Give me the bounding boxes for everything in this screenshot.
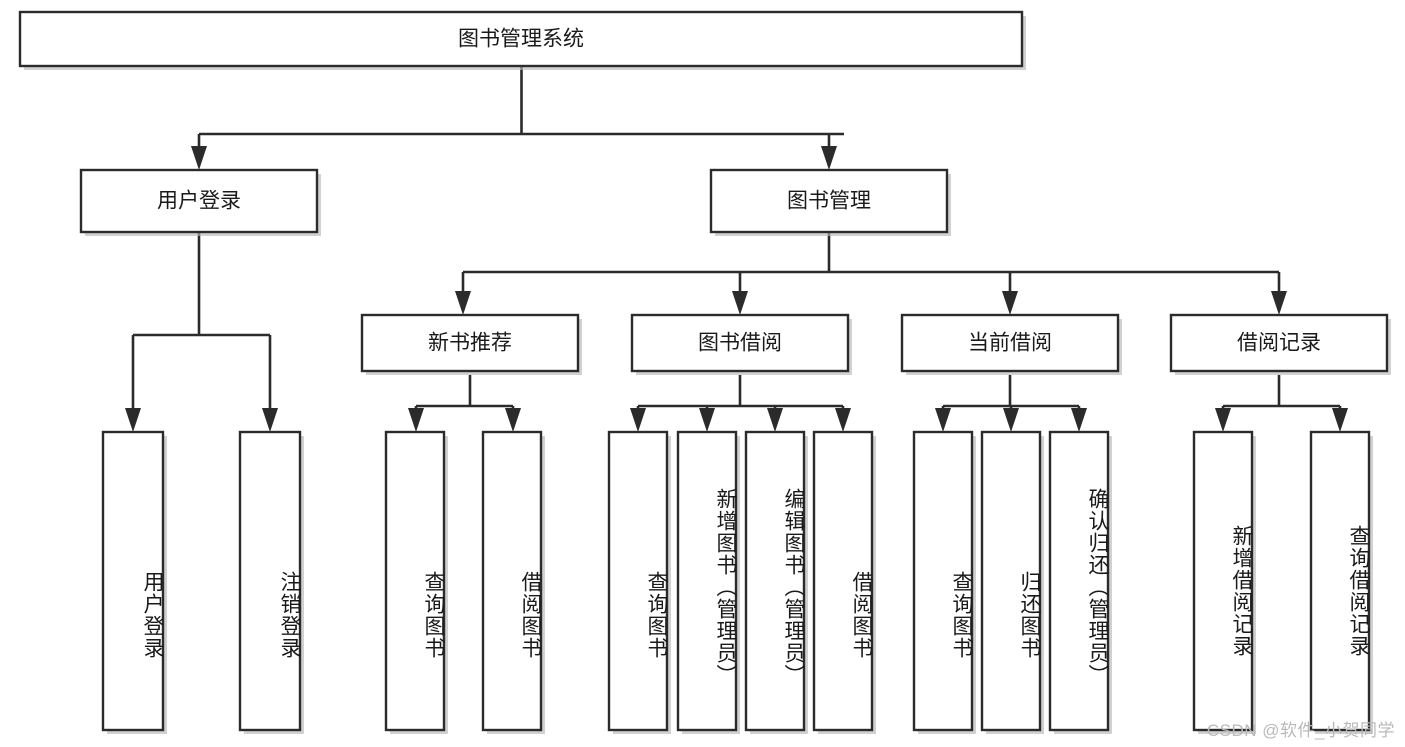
arrow-to-record xyxy=(1271,291,1287,315)
arrow-record-child2 xyxy=(1332,408,1348,432)
arrow-to-book-mgmt xyxy=(821,146,837,170)
node-borrow-record[interactable] xyxy=(1169,313,1389,373)
node-root-label: 图书管理系统 xyxy=(458,28,584,51)
node-new-book-rec[interactable] xyxy=(360,313,580,373)
node-book-borrow[interactable] xyxy=(630,313,850,373)
arrow-to-leaf-user-login xyxy=(125,408,141,432)
leaf-current-return[interactable] xyxy=(980,430,1042,732)
csdn-watermark: CSDN @软件_小贺同学 xyxy=(1206,721,1395,740)
node-book-borrow-label: 图书借阅 xyxy=(698,332,782,355)
leaf-record-query[interactable] xyxy=(1309,430,1371,732)
arrow-newbook-child1 xyxy=(408,408,424,432)
arrow-borrow-child1 xyxy=(630,408,646,432)
leaf-current-query[interactable] xyxy=(912,430,974,732)
arrow-to-newbook xyxy=(455,291,471,315)
node-book-mgmt[interactable] xyxy=(709,168,949,234)
arrow-borrow-child4 xyxy=(835,408,851,432)
leaf-user-login[interactable] xyxy=(101,430,165,732)
leaf-newbook-borrow[interactable] xyxy=(481,430,543,732)
arrow-borrow-child2 xyxy=(699,408,715,432)
node-current-borrow-label: 当前借阅 xyxy=(968,332,1052,355)
leaf-borrow-do[interactable] xyxy=(812,430,874,732)
nodes-layer: 图书管理系统 用户登录 图书管理 新书推荐 图书借阅 当前借阅 借阅记录 xyxy=(18,10,1391,734)
node-borrow-record-label: 借阅记录 xyxy=(1237,332,1321,355)
arrow-current-child3 xyxy=(1071,408,1087,432)
arrow-to-current xyxy=(1002,291,1018,315)
arrow-current-child2 xyxy=(1003,408,1019,432)
leaf-borrow-query[interactable] xyxy=(607,430,669,732)
node-new-book-rec-label: 新书推荐 xyxy=(428,332,512,355)
node-book-mgmt-label: 图书管理 xyxy=(787,190,871,213)
arrow-current-child1 xyxy=(935,408,951,432)
arrow-borrow-child3 xyxy=(767,408,783,432)
leaf-logout[interactable] xyxy=(238,430,302,732)
arrow-to-leaf-logout xyxy=(262,408,278,432)
leaf-newbook-query[interactable] xyxy=(384,430,446,732)
leaf-record-add[interactable] xyxy=(1192,430,1254,732)
arrow-to-user-login xyxy=(191,146,207,170)
node-user-login-label: 用户登录 xyxy=(157,190,241,213)
arrow-record-child1 xyxy=(1215,408,1231,432)
leaf-borrow-edit[interactable] xyxy=(744,430,806,732)
arrow-newbook-child2 xyxy=(505,408,521,432)
node-root[interactable] xyxy=(18,10,1024,68)
arrow-to-borrow xyxy=(732,291,748,315)
edges-layer xyxy=(125,66,1348,432)
node-user-login[interactable] xyxy=(79,168,319,234)
node-current-borrow[interactable] xyxy=(900,313,1120,373)
leaf-current-confirm[interactable] xyxy=(1048,430,1110,732)
leaf-borrow-add[interactable] xyxy=(676,430,738,732)
